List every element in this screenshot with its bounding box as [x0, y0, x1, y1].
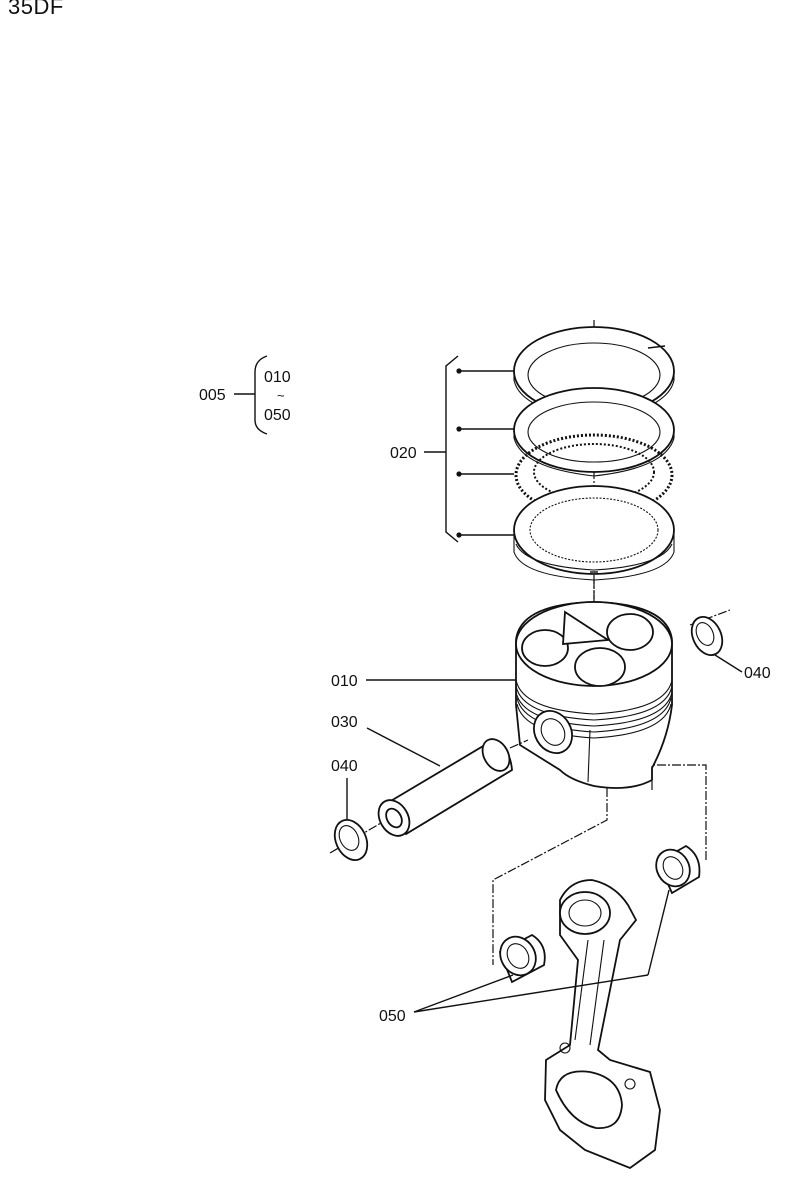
callout-030[interactable]: 030 — [331, 714, 358, 731]
piston-rings[interactable] — [513, 326, 675, 581]
bracket-020 — [445, 355, 459, 543]
second-ring[interactable] — [513, 387, 675, 473]
callout-010-range-start[interactable]: 010 — [264, 369, 291, 386]
assembly-group-005: 005 010 ~ 050 — [199, 355, 291, 435]
leader-040-right — [714, 654, 743, 673]
dot-ring-3 — [456, 471, 462, 477]
piston-pin[interactable] — [372, 734, 515, 841]
callout-050[interactable]: 050 — [379, 1008, 406, 1025]
dot-ring-1 — [456, 368, 462, 374]
leader-050-left — [413, 974, 514, 1013]
ring-set-020-callout: 020 — [390, 355, 514, 543]
route-left-bushing — [492, 788, 608, 965]
bushing-right[interactable] — [650, 844, 701, 895]
circlip-right[interactable] — [686, 612, 728, 660]
leader-050-right — [647, 889, 670, 976]
callout-040-left[interactable]: 040 — [331, 758, 358, 775]
connecting-rod — [544, 879, 661, 1170]
route-pin-right — [509, 739, 529, 749]
callout-040-right[interactable]: 040 — [744, 665, 771, 682]
callout-020[interactable]: 020 — [390, 445, 417, 462]
route-right-bushing — [651, 764, 707, 860]
dot-ring-4 — [456, 532, 462, 538]
bracket-005 — [254, 355, 268, 435]
diagram-code: 35DF — [8, 0, 64, 19]
piston[interactable] — [515, 601, 673, 789]
circlip-left[interactable] — [329, 815, 374, 866]
callout-010[interactable]: 010 — [331, 673, 358, 690]
leader-050-mid — [413, 974, 649, 1013]
callout-050-range-end[interactable]: 050 — [264, 407, 291, 424]
oil-ring-expander[interactable] — [514, 433, 674, 517]
leader-030 — [366, 727, 441, 767]
bushing-left[interactable] — [493, 930, 546, 984]
callout-005[interactable]: 005 — [199, 387, 226, 404]
range-separator: ~ — [277, 388, 285, 403]
dot-ring-2 — [456, 426, 462, 432]
